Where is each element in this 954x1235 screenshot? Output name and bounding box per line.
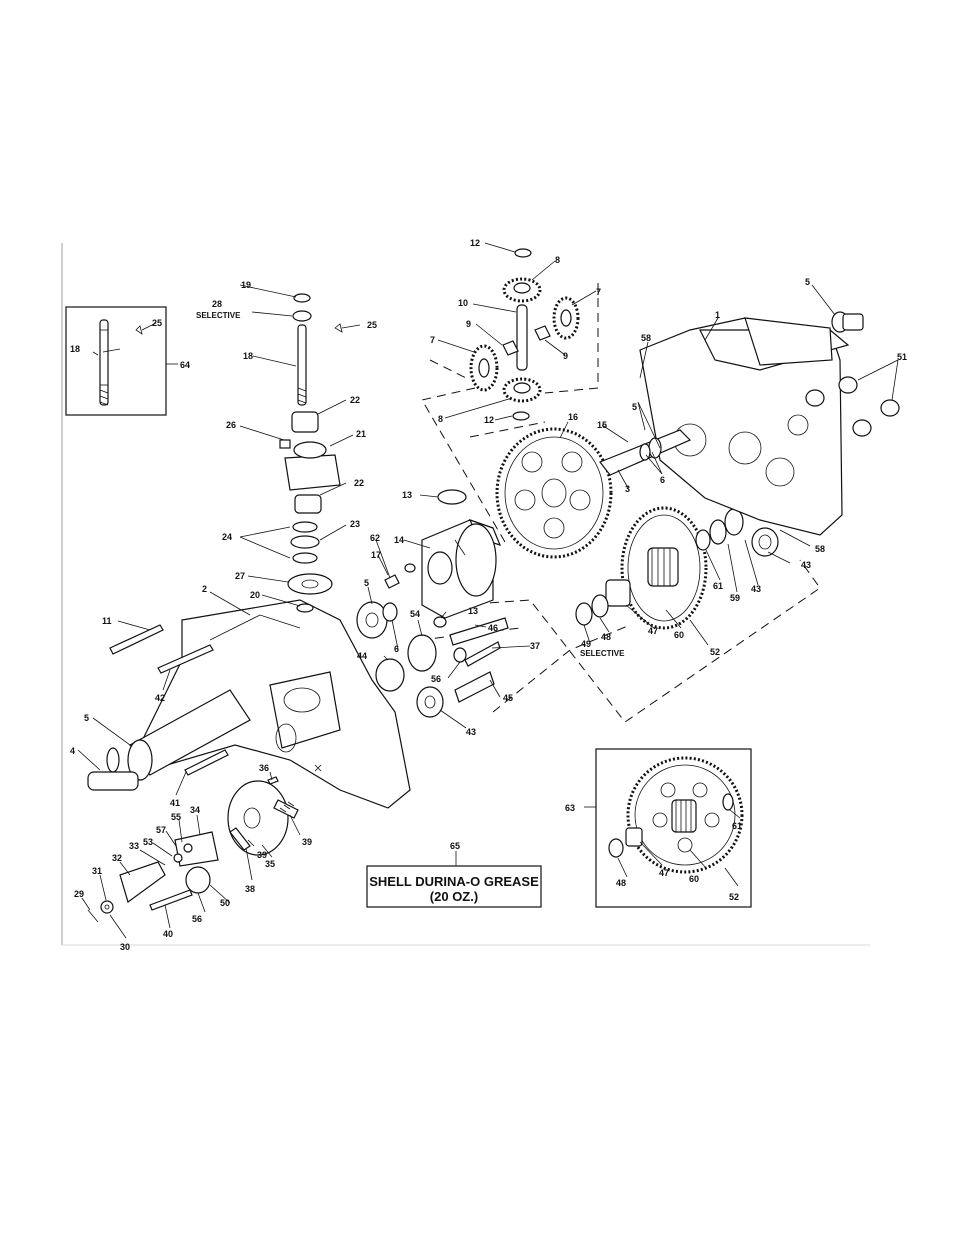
callout-39-left: 39	[257, 850, 267, 860]
callout-44: 44	[357, 651, 367, 661]
callout-26: 26	[226, 420, 236, 430]
callout-27: 27	[235, 571, 245, 581]
callout-60: 60	[674, 630, 684, 640]
callout-5-axle: 5	[84, 713, 89, 723]
callout-16: 16	[568, 412, 578, 422]
callout-18-inset: 18	[70, 344, 80, 354]
callout-2: 2	[202, 584, 207, 594]
callout-22-top: 22	[350, 395, 360, 405]
callout-62: 62	[370, 533, 380, 543]
callout-63: 63	[565, 803, 575, 813]
callout-49: 49	[581, 639, 591, 649]
callout-28: 28	[212, 299, 222, 309]
callout-14: 14	[394, 535, 404, 545]
callout-12-top: 12	[470, 238, 480, 248]
callout-3: 3	[625, 484, 630, 494]
callout-37: 37	[530, 641, 540, 651]
callout-25: 25	[367, 320, 377, 330]
callout-57: 57	[156, 825, 166, 835]
callout-42: 42	[155, 693, 165, 703]
callout-34: 34	[190, 805, 200, 815]
callout-6-center: 6	[394, 644, 399, 654]
callout-51: 51	[897, 352, 907, 362]
callout-58-top: 58	[641, 333, 651, 343]
callout-61: 61	[713, 581, 723, 591]
callout-59: 59	[730, 593, 740, 603]
callout-54: 54	[410, 609, 420, 619]
callout-18: 18	[243, 351, 253, 361]
callout-5-case: 5	[632, 402, 637, 412]
callout-58-right: 58	[815, 544, 825, 554]
callout-1: 1	[715, 310, 720, 320]
grease-label-line2: (20 OZ.)	[430, 889, 478, 904]
callout-10: 10	[458, 298, 468, 308]
callout-17: 17	[371, 550, 381, 560]
kit-63-inset	[584, 749, 751, 907]
callout-38: 38	[245, 884, 255, 894]
callout-48: 48	[601, 632, 611, 642]
callout-43-mid: 43	[751, 584, 761, 594]
callout-52-inset: 52	[729, 892, 739, 902]
callout-21: 21	[356, 429, 366, 439]
callout-11: 11	[102, 616, 112, 626]
callout-15: 15	[597, 420, 607, 430]
callout-64: 64	[180, 360, 190, 370]
callout-30: 30	[120, 942, 130, 952]
callout-61-inset: 61	[732, 821, 742, 831]
callout-13-top: 13	[402, 490, 412, 500]
callout-43-center: 43	[466, 727, 476, 737]
callout-53: 53	[143, 837, 153, 847]
callout-47-inset: 47	[659, 868, 669, 878]
callout-22-bottom: 22	[354, 478, 364, 488]
grease-label-line1: SHELL DURINA-O GREASE	[369, 874, 539, 889]
callout-19: 19	[241, 280, 251, 290]
callout-9-left: 9	[466, 319, 471, 329]
callout-52: 52	[710, 647, 720, 657]
callout-5-right-axle: 5	[805, 277, 810, 287]
callout-46: 46	[488, 623, 498, 633]
ring-gear	[497, 429, 611, 557]
callout-48-inset: 48	[616, 878, 626, 888]
callout-55: 55	[171, 812, 181, 822]
callout-31: 31	[92, 866, 102, 876]
callout-45: 45	[503, 693, 513, 703]
callout-41: 41	[170, 798, 180, 808]
callout-39-right: 39	[302, 837, 312, 847]
shaft-stack	[280, 294, 342, 612]
callout-20: 20	[250, 590, 260, 600]
right-case-half	[600, 312, 899, 535]
callout-56-linkage: 56	[192, 914, 202, 924]
callout-13-center: 13	[468, 606, 478, 616]
callout-60-inset: 60	[689, 874, 699, 884]
callout-35: 35	[265, 859, 275, 869]
callout-8-bottom: 8	[438, 414, 443, 424]
callout-4: 4	[70, 746, 75, 756]
callout-40: 40	[163, 929, 173, 939]
callout-5-center: 5	[364, 578, 369, 588]
callout-25-inset: 25	[152, 318, 162, 328]
callout-23: 23	[350, 519, 360, 529]
differential-housing	[422, 520, 500, 618]
callout-29: 29	[74, 889, 84, 899]
reduction-gear	[576, 508, 778, 628]
callout-33: 33	[129, 841, 139, 851]
callout-36: 36	[259, 763, 269, 773]
spider-gear-set	[471, 249, 578, 420]
callout-7-left: 7	[430, 335, 435, 345]
callout-7-right: 7	[596, 287, 601, 297]
callout-32: 32	[112, 853, 122, 863]
callout-56-center: 56	[431, 674, 441, 684]
selective-note-49: SELECTIVE	[580, 649, 625, 658]
callout-47: 47	[648, 626, 658, 636]
callout-43-right: 43	[801, 560, 811, 570]
callout-50: 50	[220, 898, 230, 908]
callout-6-case: 6	[660, 475, 665, 485]
selective-note-28: SELECTIVE	[196, 311, 241, 320]
callout-12-bottom: 12	[484, 415, 494, 425]
callout-8-top: 8	[555, 255, 560, 265]
callout-65: 65	[450, 841, 460, 851]
callout-9-right: 9	[563, 351, 568, 361]
callout-24: 24	[222, 532, 232, 542]
